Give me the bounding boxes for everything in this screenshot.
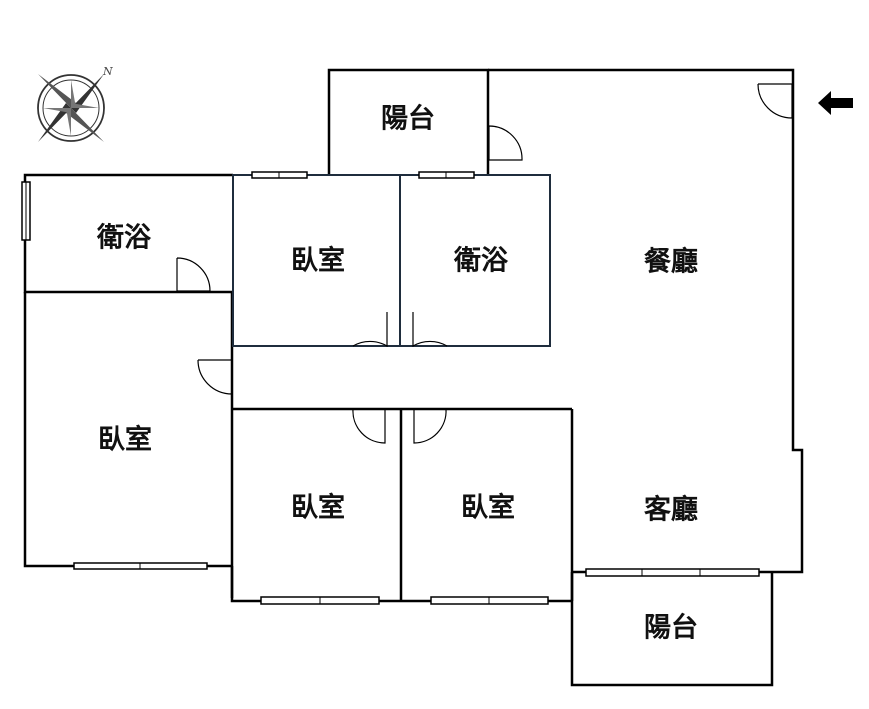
walls	[23, 68, 804, 687]
room-bedroom-right-bottom: 臥室	[461, 492, 515, 524]
room-bedroom-left: 臥室	[98, 424, 152, 456]
window	[585, 568, 760, 577]
room-bath-left: 衛浴	[96, 222, 152, 254]
room-labels: 陽台 衛浴 臥室 衛浴 餐廳 臥室 臥室 臥室 客廳 陽台	[96, 103, 698, 644]
compass-rose-icon: N	[37, 65, 113, 142]
window	[418, 171, 475, 179]
window	[21, 181, 31, 241]
entrance-arrow-icon	[818, 91, 853, 115]
inner-walls	[232, 174, 551, 347]
door	[757, 83, 794, 119]
windows	[21, 171, 760, 605]
room-bedroom-mid-top: 臥室	[291, 245, 345, 277]
window	[251, 171, 308, 179]
window	[73, 562, 208, 570]
door	[176, 257, 211, 292]
doors	[176, 83, 794, 444]
room-balcony-top: 陽台	[381, 103, 435, 135]
window	[260, 596, 380, 605]
door	[488, 125, 523, 161]
door	[197, 359, 233, 395]
room-bedroom-mid-bottom: 臥室	[291, 492, 345, 524]
room-living: 客廳	[644, 494, 698, 526]
door	[352, 408, 386, 444]
room-bath-mid: 衛浴	[453, 245, 509, 277]
compass-north-label: N	[102, 65, 113, 78]
door	[413, 408, 447, 444]
window	[430, 596, 549, 605]
room-balcony-bottom: 陽台	[644, 612, 698, 644]
room-dining: 餐廳	[644, 246, 698, 278]
door	[412, 312, 448, 348]
door	[352, 312, 388, 348]
